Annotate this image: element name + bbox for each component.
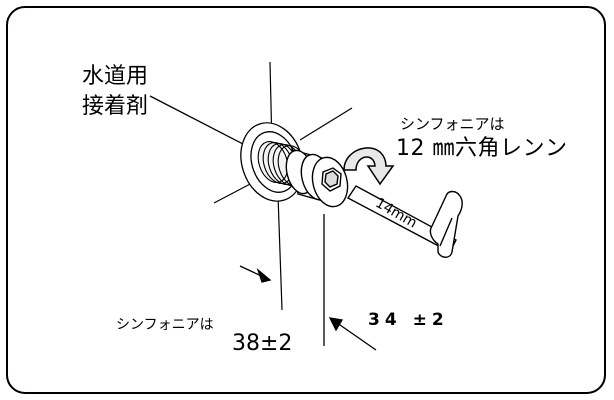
dimension-lines (239, 214, 377, 351)
figure-frame (6, 6, 606, 394)
left-dimension-value: 38±2 (232, 331, 293, 356)
hex-key-icon (346, 185, 463, 258)
wrench-note-label: シンフォニアは (400, 115, 505, 133)
fitting-body (285, 149, 349, 208)
adhesive-label-line2: 接着剤 (82, 94, 149, 119)
adhesive-label-line1: 水道用 (82, 64, 149, 89)
wrench-size-label: 12 ㎜六角レンン (396, 136, 568, 161)
left-dimension-note: シンフォニアは (116, 317, 214, 333)
right-dimension-value: 34 ±2 (368, 310, 449, 330)
rotation-arrow-icon (343, 147, 395, 186)
